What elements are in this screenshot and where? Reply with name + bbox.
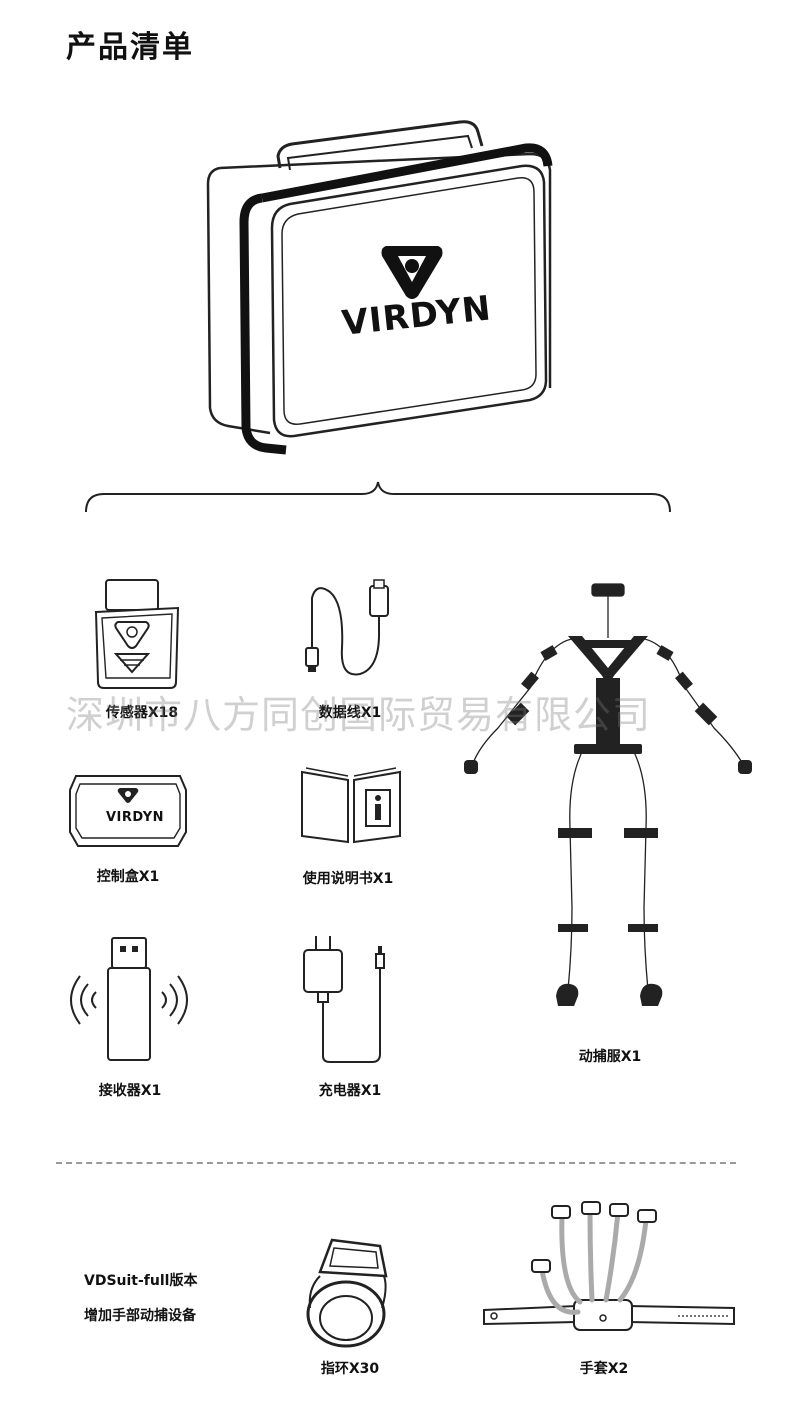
sensor-label: 传感器X18 bbox=[105, 705, 179, 721]
glove-icon bbox=[483, 1201, 735, 1331]
ring-label: 指环X30 bbox=[320, 1361, 380, 1377]
full-version-subtitle: 增加手部动捕设备 bbox=[84, 1308, 196, 1324]
receiver-label: 接收器X1 bbox=[98, 1083, 162, 1099]
control-box-icon bbox=[69, 775, 187, 847]
cable-label: 数据线X1 bbox=[318, 705, 382, 721]
suit-label: 动捕服X1 bbox=[578, 1049, 642, 1065]
manual-book-icon bbox=[301, 767, 401, 844]
mocap-suit-icon bbox=[464, 583, 752, 1006]
receiver-dongle-icon bbox=[70, 937, 188, 1061]
charger-icon bbox=[303, 936, 385, 1063]
watermark-text: 深圳市八方同创国际贸易有限公司 bbox=[66, 693, 652, 737]
section-divider bbox=[56, 1162, 736, 1164]
brand-logo-icon bbox=[381, 246, 443, 299]
control-box-label: 控制盒X1 bbox=[96, 869, 160, 885]
grouping-brace bbox=[85, 481, 671, 513]
glove-label: 手套X2 bbox=[579, 1361, 629, 1377]
carrying-case-illustration bbox=[206, 120, 553, 455]
controller-brand-text: VIRDYN bbox=[106, 810, 165, 825]
manual-label: 使用说明书X1 bbox=[302, 871, 394, 887]
sensor-icon bbox=[94, 579, 180, 689]
data-cable-icon bbox=[305, 579, 389, 676]
page-title: 产品清单 bbox=[66, 30, 194, 65]
full-version-title: VDSuit-full版本 bbox=[84, 1273, 198, 1289]
finger-ring-icon bbox=[306, 1238, 388, 1348]
charger-label: 充电器X1 bbox=[318, 1083, 382, 1099]
